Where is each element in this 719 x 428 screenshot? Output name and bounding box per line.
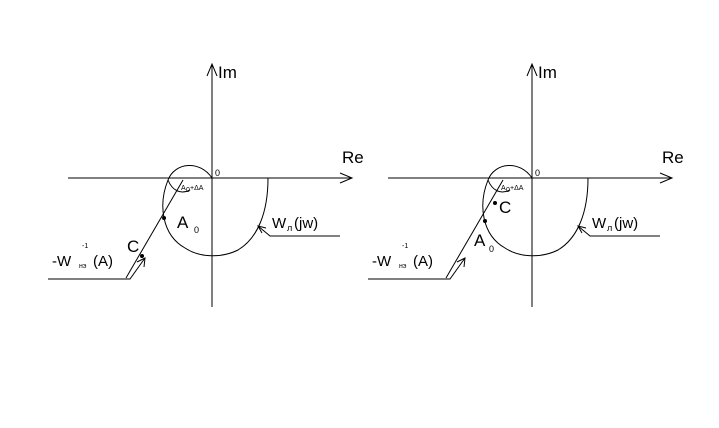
left-inverse-label: -W [52,253,72,270]
left-point-c-label: C [127,237,139,256]
left-curve-label-sub: л [287,223,292,233]
left-re-label: Re [342,148,364,167]
left-re-axis-arrow [339,172,354,184]
right-im-label: Im [538,63,557,82]
right-frequency-response-curve [482,165,589,257]
right-point-a0-sub: 0 [489,244,494,254]
left-point-a0da-sub: 0 [186,187,190,194]
left-point-c-dot [140,254,144,258]
right-point-a0-label: A [474,231,486,250]
left-point-a0-sub: 0 [194,225,199,235]
right-curve-label-sub: л [607,223,612,233]
left-curve-label: W [272,215,287,232]
left-frequency-response-curve [162,165,269,257]
left-point-a0-dot [162,216,166,220]
right-curve-label: W [592,215,607,232]
right-point-a0-dot [483,219,487,223]
left-im-axis-arrow [206,62,218,77]
left-diagram: Im Re 0 A 0 C A 0 +ΔA W л (jw) -W -1 нэ … [48,62,364,307]
right-re-label: Re [662,148,684,167]
right-curve-label-tail: (jw) [614,215,638,232]
left-point-a0da-label: A [181,185,186,192]
left-point-a0da-tail: +ΔA [190,185,204,192]
right-origin-label: 0 [535,168,540,178]
left-inverse-locus-line [125,179,184,279]
right-inverse-label-sup: -1 [402,243,408,250]
right-point-a0da-label: A [501,185,506,192]
right-diagram: Im Re 0 C A 0 A 0 +ΔA W л (jw) -W -1 нэ … [368,62,684,307]
left-inverse-leader-arrow [136,257,146,268]
left-inverse-label-sup: -1 [82,243,88,250]
right-inverse-leader-arrow [456,257,466,268]
left-point-a0-label: A [177,213,189,232]
left-im-label: Im [218,63,237,82]
right-point-a0da-tail: +ΔA [510,185,524,192]
right-inverse-label-tail: (A) [413,253,433,270]
left-origin-label: 0 [215,168,220,178]
right-inverse-label-leader [368,257,466,280]
right-curve-label-leader [577,225,660,237]
left-inverse-label-sub: нэ [79,263,87,270]
left-curve-label-tail: (jw) [294,215,318,232]
right-curve-leader-arrow [576,225,587,234]
right-point-a0da-sub: 0 [506,187,510,194]
right-point-c-label: C [499,198,511,217]
left-inverse-label-tail: (A) [93,253,113,270]
left-inverse-label-leader [48,257,146,280]
left-curve-leader-arrow [256,225,267,234]
right-point-c-dot [493,201,497,205]
right-re-axis-arrow [659,172,674,184]
left-curve-label-leader [257,225,340,237]
right-inverse-locus-line [445,179,504,279]
right-inverse-label: -W [372,253,392,270]
right-inverse-label-sub: нэ [399,263,407,270]
right-im-axis-arrow [526,62,538,77]
